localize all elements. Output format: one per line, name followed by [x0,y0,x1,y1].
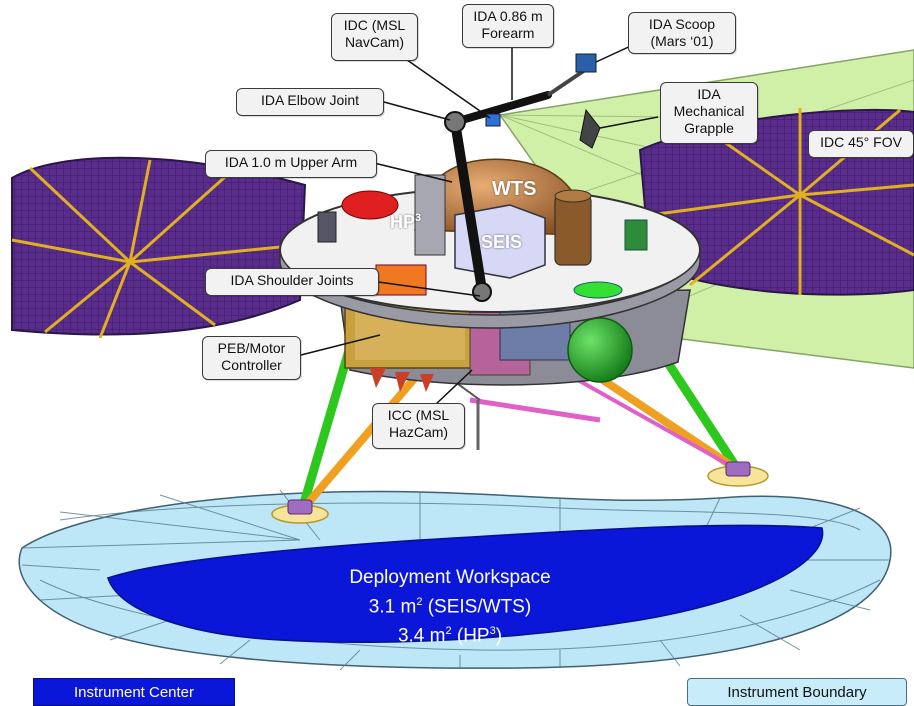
workspace-area-hp3: 3.4 m2 (HP3) [330,619,570,648]
callout-ida-elbow-joint: IDA Elbow Joint [236,88,384,116]
area-seis-wts-value: 3.1 m [368,596,417,618]
area-hp3-mid: (HP [451,625,490,647]
workspace-title: Deployment Workspace [349,567,551,588]
callout-ida-upper-arm: IDA 1.0 m Upper Arm [205,150,377,178]
callout-idc-fov: IDC 45° FOV [808,130,914,158]
callout-ida-mechanical-grapple: IDA Mechanical Grapple [660,82,758,144]
area-hp3-value: 3.4 m [397,625,446,647]
callout-idc-msl-navcam: IDC (MSL NavCam) [331,13,418,61]
callout-leader-lines [300,37,659,406]
callout-peb-motor-controller: PEB/Motor Controller [202,336,301,380]
legend-instrument-center: Instrument Center [33,678,235,706]
hp3-label-text: HP [390,212,416,232]
legend-instrument-boundary: Instrument Boundary [687,678,907,706]
ida-robotic-arm [444,53,601,302]
area-hp3-suffix: ) [495,625,503,647]
callout-ida-shoulder-joints: IDA Shoulder Joints [205,268,379,296]
instrument-center-region [107,524,824,643]
area-seis-wts-suffix: (SEIS/WTS) [422,596,532,618]
seis-label: SEIS [481,232,523,252]
area-hp3-sup: 2 [445,625,452,638]
lander-deck [279,158,701,329]
workspace-area-seis-wts: 3.1 m2 (SEIS/WTS) [330,590,570,619]
workspace-label: Deployment Workspace 3.1 m2 (SEIS/WTS) 3… [330,566,570,649]
hp3-label-sup: 3 [415,212,422,224]
area-seis-wts-sup: 2 [416,596,423,608]
left-solar-panel [11,156,307,339]
hp3-label: HP3 [390,212,421,233]
callout-icc-msl-hazcam: ICC (MSL HazCam) [372,403,465,449]
callout-ida-forearm: IDA 0.86 m Forearm [462,4,554,48]
area-hp3-sup2: 3 [489,625,496,638]
deployment-workspace [18,489,892,671]
wts-label: WTS [492,178,537,200]
callout-ida-scoop: IDA Scoop (Mars ‘01) [628,12,736,54]
